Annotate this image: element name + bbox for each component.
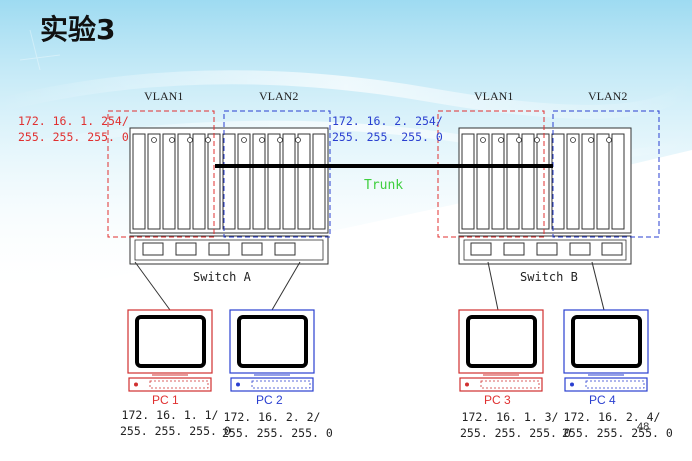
pc-3-mask: 255. 255. 255. 0 [460,426,571,440]
pc-1-address: 172. 16. 1. 1/ 255. 255. 255. 0 [120,407,231,439]
vlan2-box-switch-a [223,110,331,238]
trunk-label: Trunk [364,178,404,193]
pc-3-computer [458,309,544,392]
pc-1-ip: 172. 16. 1. 1/ [121,408,219,422]
switch-b-module-slots [461,133,625,230]
pc-4-ip: 172. 16. 2. 4/ [563,410,661,424]
slide-title: 实验3 [40,13,116,46]
pc-2-address: 172. 16. 2. 2/ 255. 255. 255. 0 [222,409,333,441]
switch-a-ports [142,242,296,256]
switch-a-label: Switch A [193,270,251,284]
vlan1-gateway-ip: 172. 16. 1. 254/ [18,114,129,128]
pc-3-address: 172. 16. 1. 3/ 255. 255. 255. 0 [460,409,571,441]
pc-4-mask: 255. 255. 255. 0 [562,426,673,440]
pc-1-mask: 255. 255. 255. 0 [120,424,231,438]
switch-b-vlan1-label: VLAN1 [474,89,514,103]
switch-a-vlan2-label: VLAN2 [259,89,299,103]
pc-1-name: PC 1 [152,393,179,407]
vlan2-box-switch-b [552,110,660,238]
pc-4-computer [563,309,649,392]
switch-a-module-slots [132,133,326,230]
switch-b-vlan2-label: VLAN2 [588,89,628,103]
pc-cables [134,261,605,311]
pc-1-computer [127,309,213,392]
page-number: 48 [637,421,650,433]
switch-b-ports [470,242,623,256]
switch-b [458,127,632,265]
pc-2-name: PC 2 [256,393,283,407]
vlan1-box-switch-a [107,110,215,238]
vlan1-gateway-address: 172. 16. 1. 254/ 255. 255. 255. 0 [18,113,129,145]
vlan2-gateway-ip: 172. 16. 2. 254/ [332,114,443,128]
vlan2-gateway-address: 172. 16. 2. 254/ 255. 255. 255. 0 [332,113,443,145]
pc-3-name: PC 3 [484,393,511,407]
switch-a [129,127,329,265]
switch-b-label: Switch B [520,270,578,284]
pc-2-ip: 172. 16. 2. 2/ [223,410,321,424]
vlan1-gateway-mask: 255. 255. 255. 0 [18,130,129,144]
vlan2-gateway-mask: 255. 255. 255. 0 [332,130,443,144]
vlan1-box-switch-b [437,110,545,238]
switch-a-vlan1-label: VLAN1 [144,89,184,103]
pc-3-ip: 172. 16. 1. 3/ [461,410,559,424]
pc-2-computer [229,309,315,392]
pc-4-name: PC 4 [589,393,616,407]
pc-4-address: 172. 16. 2. 4/ 255. 255. 255. 0 [562,409,673,441]
pc-2-mask: 255. 255. 255. 0 [222,426,333,440]
